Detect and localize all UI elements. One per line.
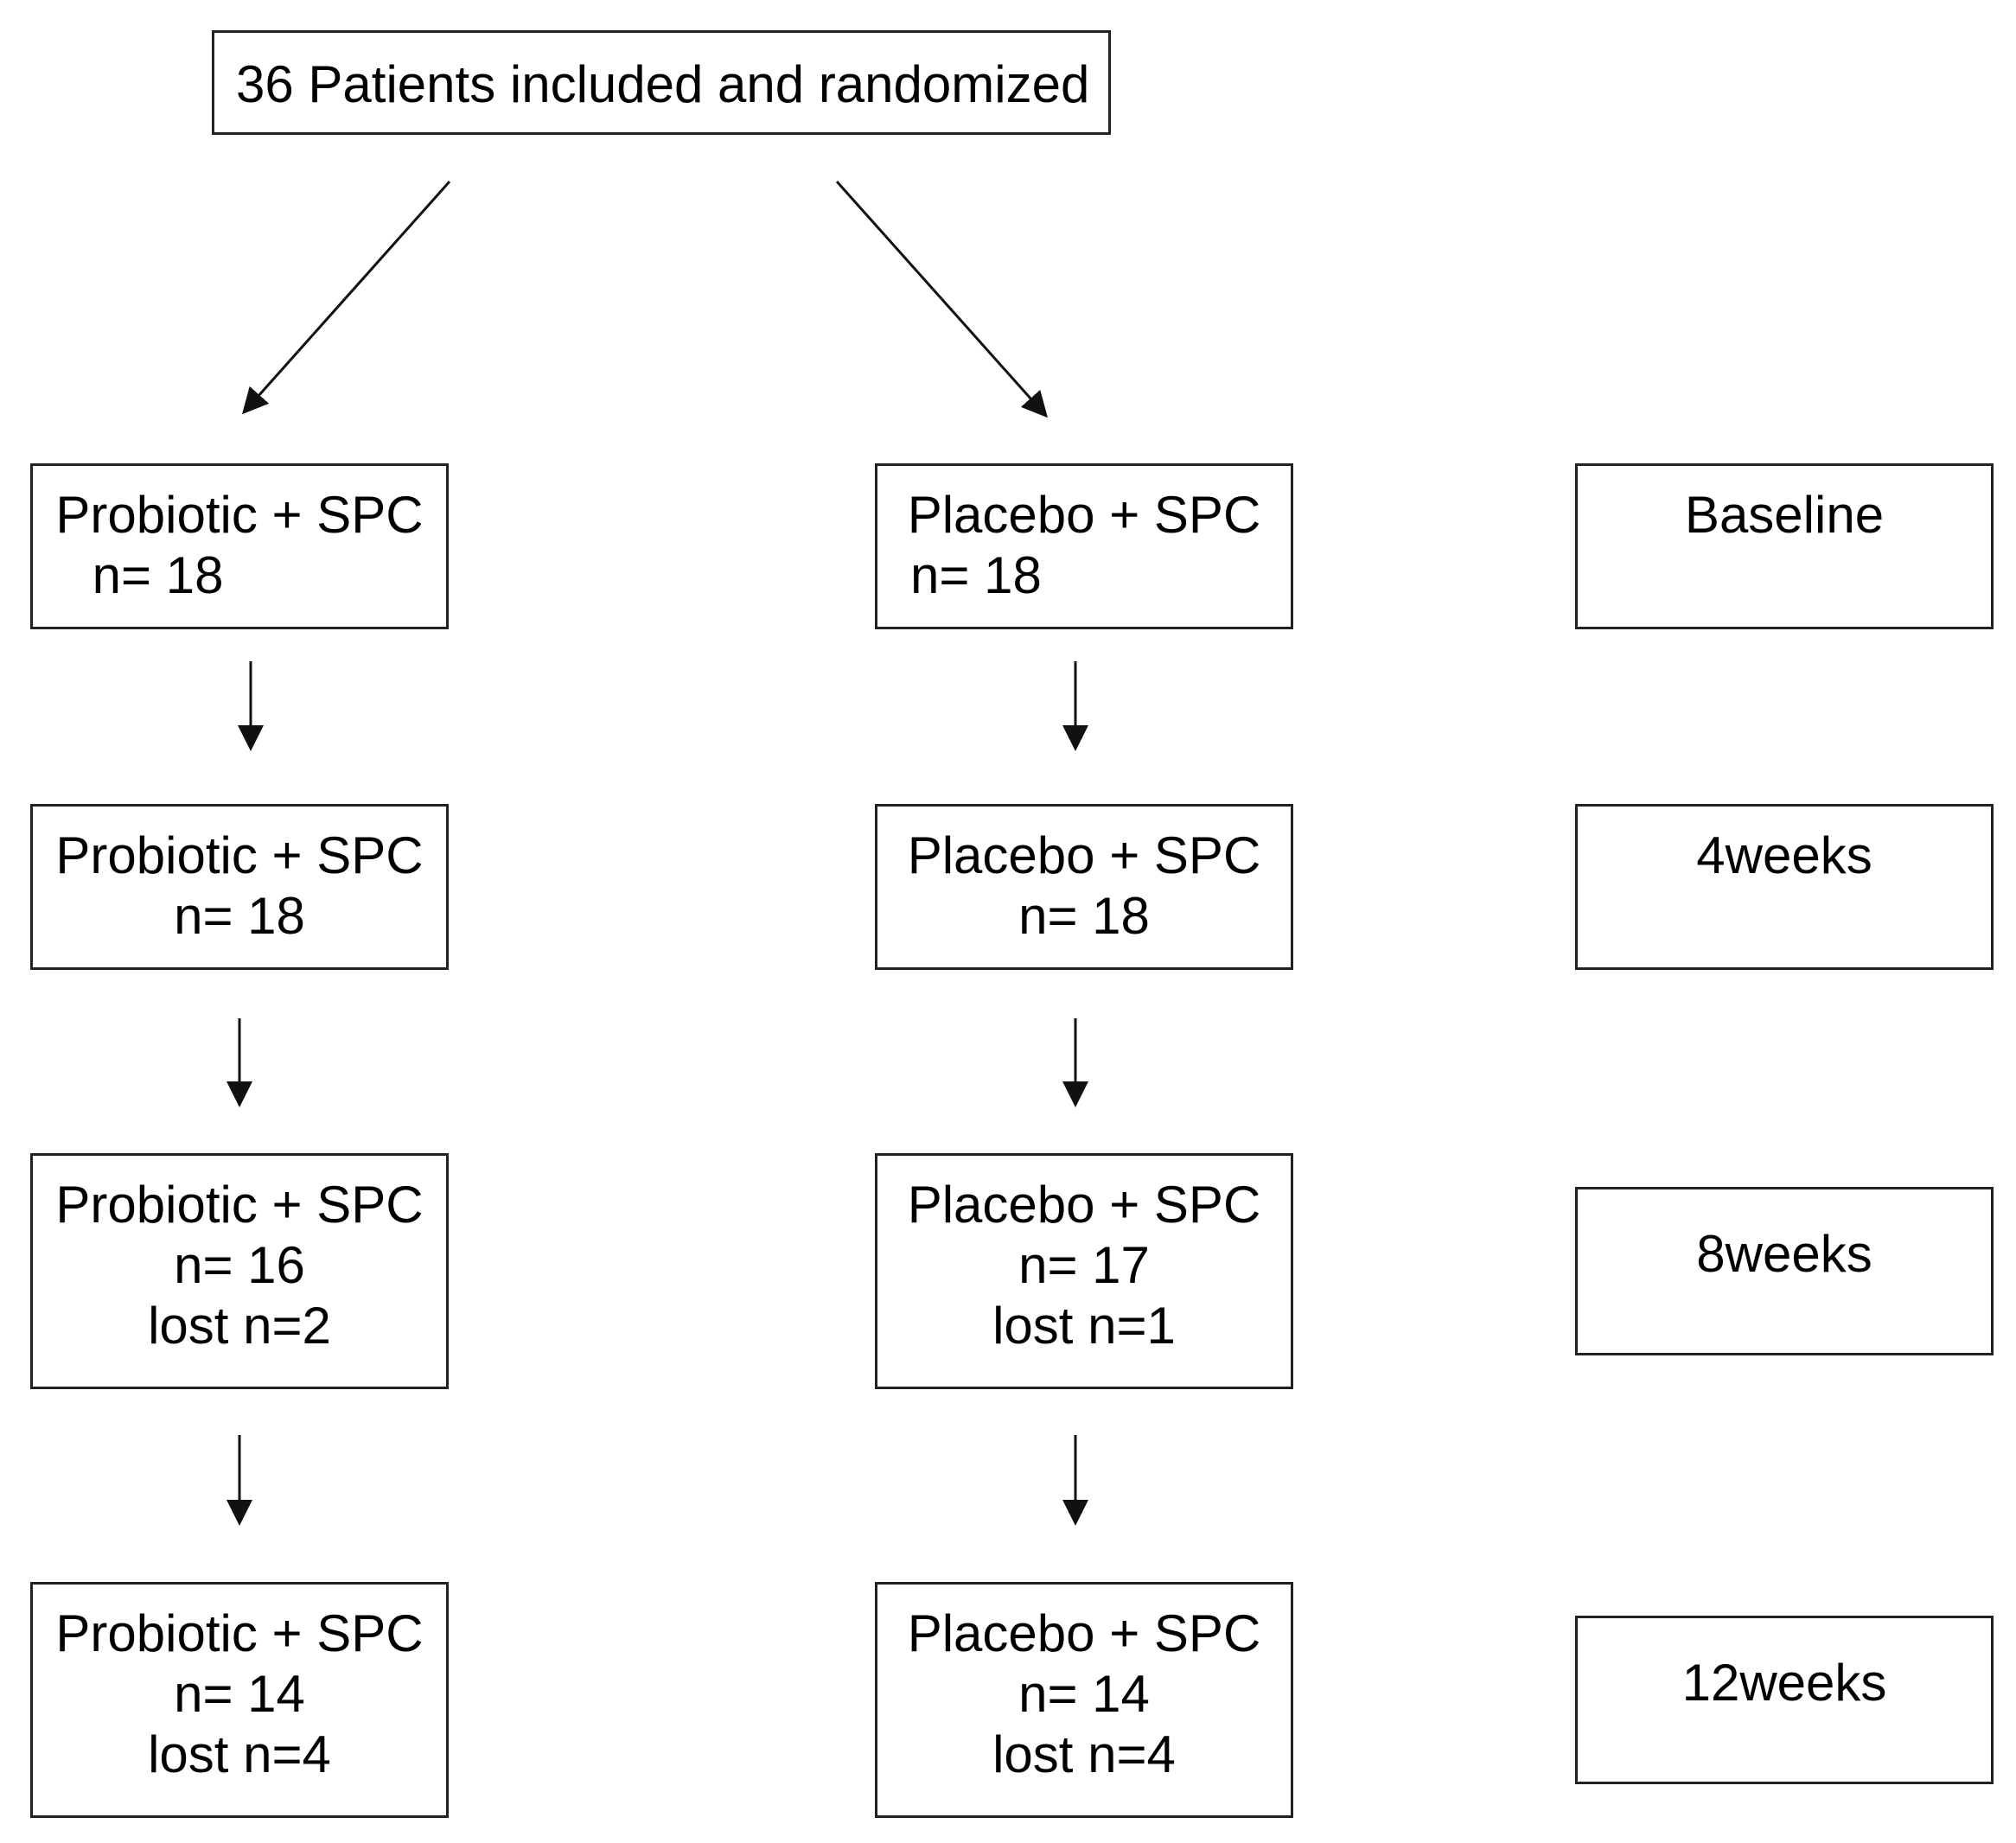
randomization-label: 36 Patients included and randomized — [236, 55, 1090, 113]
timepoint-label: 8weeks — [1696, 1225, 1872, 1283]
group-label: Placebo + SPC — [907, 486, 1261, 544]
timepoint-label: 4weeks — [1696, 826, 1872, 884]
group-count: n= 18 — [78, 546, 224, 604]
group-label: Probiotic + SPC — [55, 826, 424, 884]
probiotic-baseline-box: Probiotic + SPC n= 18 — [30, 463, 449, 629]
group-count: n= 17 — [1018, 1236, 1150, 1294]
randomization-box: 36 Patients included and randomized — [212, 30, 1111, 135]
placebo-4weeks-box: Placebo + SPC n= 18 — [875, 804, 1293, 970]
group-lost: lost n=1 — [992, 1297, 1176, 1355]
timepoint-baseline-box: Baseline — [1575, 463, 1994, 629]
group-count: n= 18 — [910, 546, 1042, 604]
timepoint-4weeks-box: 4weeks — [1575, 804, 1994, 970]
probiotic-4weeks-box: Probiotic + SPC n= 18 — [30, 804, 449, 970]
probiotic-8weeks-box: Probiotic + SPC n= 16 lost n=2 — [30, 1153, 449, 1389]
group-label: Placebo + SPC — [907, 1604, 1261, 1662]
arrow-to-probiotic — [242, 181, 451, 415]
arrow-to-placebo — [835, 181, 1048, 418]
placebo-8weeks-box: Placebo + SPC n= 17 lost n=1 — [875, 1153, 1293, 1389]
group-count: n= 18 — [1018, 887, 1150, 945]
group-count: n= 16 — [174, 1236, 305, 1294]
group-lost: lost n=2 — [148, 1297, 331, 1355]
group-label: Placebo + SPC — [907, 1176, 1261, 1234]
group-count: n= 18 — [174, 887, 305, 945]
probiotic-12weeks-box: Probiotic + SPC n= 14 lost n=4 — [30, 1582, 449, 1818]
group-count: n= 14 — [1018, 1665, 1150, 1723]
placebo-baseline-box: Placebo + SPC n= 18 — [875, 463, 1293, 629]
timepoint-label: Baseline — [1684, 486, 1885, 544]
timepoint-8weeks-box: 8weeks — [1575, 1187, 1994, 1355]
group-lost: lost n=4 — [992, 1725, 1176, 1783]
group-label: Probiotic + SPC — [55, 486, 424, 544]
group-label: Probiotic + SPC — [55, 1176, 424, 1234]
timepoint-12weeks-box: 12weeks — [1575, 1616, 1994, 1784]
group-label: Probiotic + SPC — [55, 1604, 424, 1662]
group-count: n= 14 — [174, 1665, 305, 1723]
group-label: Placebo + SPC — [907, 826, 1261, 884]
timepoint-label: 12weeks — [1681, 1654, 1887, 1712]
group-lost: lost n=4 — [148, 1725, 331, 1783]
placebo-12weeks-box: Placebo + SPC n= 14 lost n=4 — [875, 1582, 1293, 1818]
